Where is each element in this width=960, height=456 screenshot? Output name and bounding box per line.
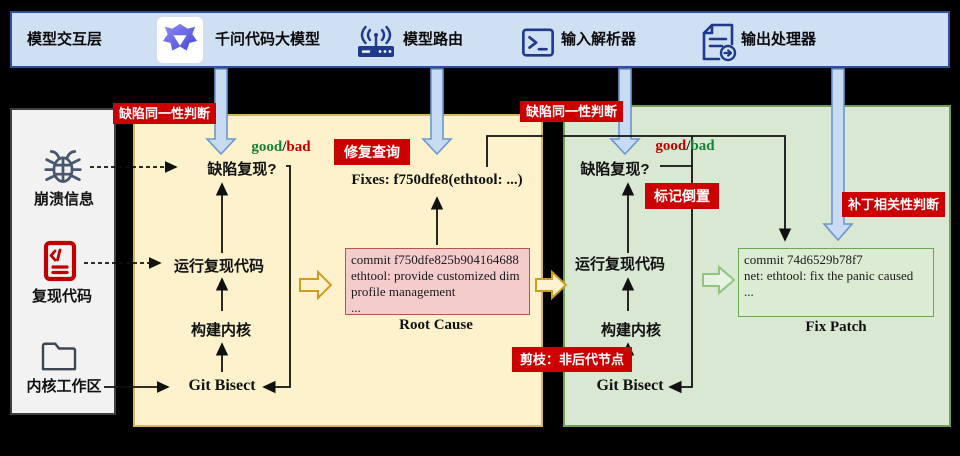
commit-line: ethtool: provide customized dim <box>351 268 520 283</box>
root-cause-caption: Root Cause <box>399 317 473 333</box>
qwen-logo-icon <box>157 17 203 63</box>
layer-title: 模型交互层 <box>27 31 103 48</box>
root-cause-commit-box: commit f750dfe825b904164688 ethtool: pro… <box>345 248 530 315</box>
qwen-model-label: 千问代码大模型 <box>215 31 321 48</box>
output-processor-label: 输出处理器 <box>741 31 817 48</box>
good-bad-label-phase2: good/bad <box>655 138 715 154</box>
step-git-bisect-p2: Git Bisect <box>596 377 664 394</box>
step-run-repro-p1: 运行复现代码 <box>173 258 265 275</box>
badge-prune-non-descendant: 剪枝：非后代节点 <box>512 347 633 372</box>
badge-fix-query: 修复查询 <box>334 139 410 165</box>
bad-label: bad <box>286 139 311 155</box>
good-label: good <box>251 139 283 155</box>
step-git-bisect-p1: Git Bisect <box>188 377 256 394</box>
good-bad-label-phase1: good/bad <box>251 139 311 155</box>
kernel-workspace-label: 内核工作区 <box>26 378 102 395</box>
commit-line: ... <box>744 284 754 299</box>
commit-line: ... <box>351 300 361 315</box>
step-build-kernel-p1: 构建内核 <box>190 322 252 339</box>
fix-patch-caption: Fix Patch <box>805 319 867 335</box>
router-icon <box>355 25 397 64</box>
commit-line: profile management <box>351 284 456 299</box>
folder-icon <box>40 340 78 377</box>
qwen-logo-icon <box>162 23 198 51</box>
step-build-kernel-p2: 构建内核 <box>600 322 662 339</box>
badge-defect-identity-p2: 缺陷同一性判断 <box>520 101 624 122</box>
commit-line: net: ethtool: fix the panic caused <box>744 268 914 283</box>
step-defect-reproduced-p1: 缺陷复现? <box>207 161 277 178</box>
badge-patch-relevance: 补丁相关性判断 <box>842 192 946 217</box>
code-file-icon <box>43 240 77 287</box>
input-parser-label: 输入解析器 <box>561 31 637 48</box>
commit-line: commit f750dfe825b904164688 <box>351 252 519 267</box>
router-label: 模型路由 <box>403 31 464 48</box>
repro-code-label: 复现代码 <box>31 288 93 305</box>
step-run-repro-p2: 运行复现代码 <box>574 256 666 273</box>
fixes-result-label: Fixes: f750dfe8(ethtool: ...) <box>351 172 523 188</box>
crash-info-label: 崩溃信息 <box>33 191 95 208</box>
document-output-icon <box>699 22 737 67</box>
good-label-inverted: good <box>655 138 687 154</box>
badge-mark-inversion: 标记倒置 <box>645 183 719 209</box>
badge-defect-identity-p1: 缺陷同一性判断 <box>113 103 217 124</box>
bad-label-inverted: bad <box>690 138 715 154</box>
model-interaction-bar: 模型交互层 千问代码大模型 <box>10 11 950 68</box>
step-defect-reproduced-p2: 缺陷复现? <box>580 161 650 178</box>
bug-icon <box>43 146 83 191</box>
terminal-icon <box>521 26 555 65</box>
fix-patch-commit-box: commit 74d6529b78f7 net: ethtool: fix th… <box>738 248 934 317</box>
commit-line: commit 74d6529b78f7 <box>744 252 863 267</box>
